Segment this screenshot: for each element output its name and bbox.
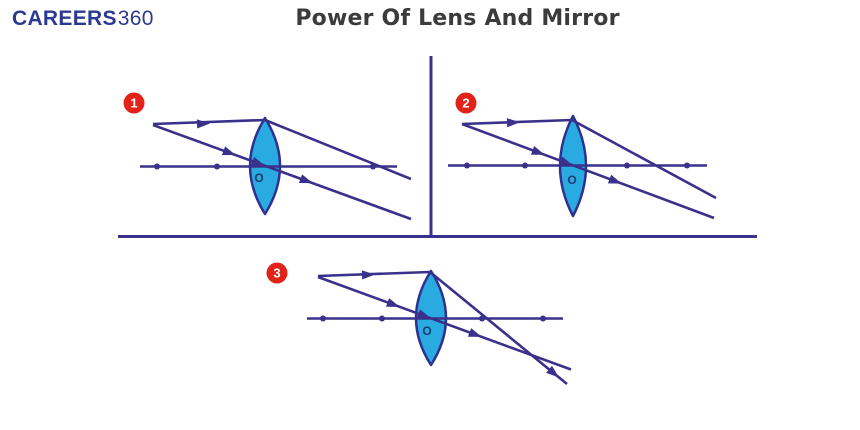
careers360-logo[interactable]: CAREERS360 bbox=[12, 8, 154, 30]
ray-arrowhead bbox=[607, 174, 622, 184]
axis-point bbox=[214, 163, 220, 170]
axis-point bbox=[684, 162, 690, 169]
optical-center-label: O bbox=[567, 173, 576, 187]
axis-point bbox=[522, 162, 528, 169]
ray-arrowhead bbox=[385, 298, 400, 307]
axis-point bbox=[624, 162, 630, 169]
central-ray-through-optical-center bbox=[152, 123, 412, 221]
diagram-number-badge bbox=[455, 92, 477, 114]
diagram-number: 2 bbox=[462, 96, 469, 111]
parallel-ray-refracted-through-focus bbox=[461, 118, 717, 200]
diagram-number-badge bbox=[266, 262, 288, 284]
axis-point bbox=[540, 315, 546, 322]
ray-arrowhead bbox=[506, 118, 520, 128]
ray-arrowhead bbox=[298, 174, 313, 184]
ray-arrowhead bbox=[546, 365, 560, 378]
axis-point bbox=[154, 163, 160, 170]
ray-arrowhead bbox=[361, 270, 375, 280]
page-title: Power Of Lens And Mirror bbox=[295, 6, 620, 31]
optical-center-label: O bbox=[422, 324, 431, 338]
parallel-ray-refracted-through-focus bbox=[317, 270, 568, 386]
logo-text-careers: CAREERS bbox=[12, 7, 117, 30]
diagram-number: 1 bbox=[130, 96, 137, 111]
diagram-number-badge bbox=[123, 92, 145, 114]
ray-arrowhead bbox=[250, 156, 265, 166]
parallel-ray-refracted-through-focus bbox=[152, 118, 412, 181]
ray-arrowhead bbox=[467, 328, 482, 337]
optical-center-label: O bbox=[254, 171, 263, 185]
ray-arrowhead bbox=[558, 156, 573, 166]
axis-point bbox=[464, 162, 470, 169]
ray-arrowhead bbox=[416, 309, 431, 319]
central-ray-through-optical-center bbox=[317, 275, 572, 371]
axis-point bbox=[379, 315, 385, 322]
logo-text-360: 360 bbox=[117, 7, 154, 30]
axis-point bbox=[320, 315, 326, 322]
ray-arrowhead bbox=[196, 119, 210, 129]
diagram-number: 3 bbox=[273, 266, 280, 281]
ray-arrowhead bbox=[221, 146, 236, 156]
central-ray-through-optical-center bbox=[461, 122, 715, 220]
ray-arrowhead bbox=[530, 146, 545, 155]
